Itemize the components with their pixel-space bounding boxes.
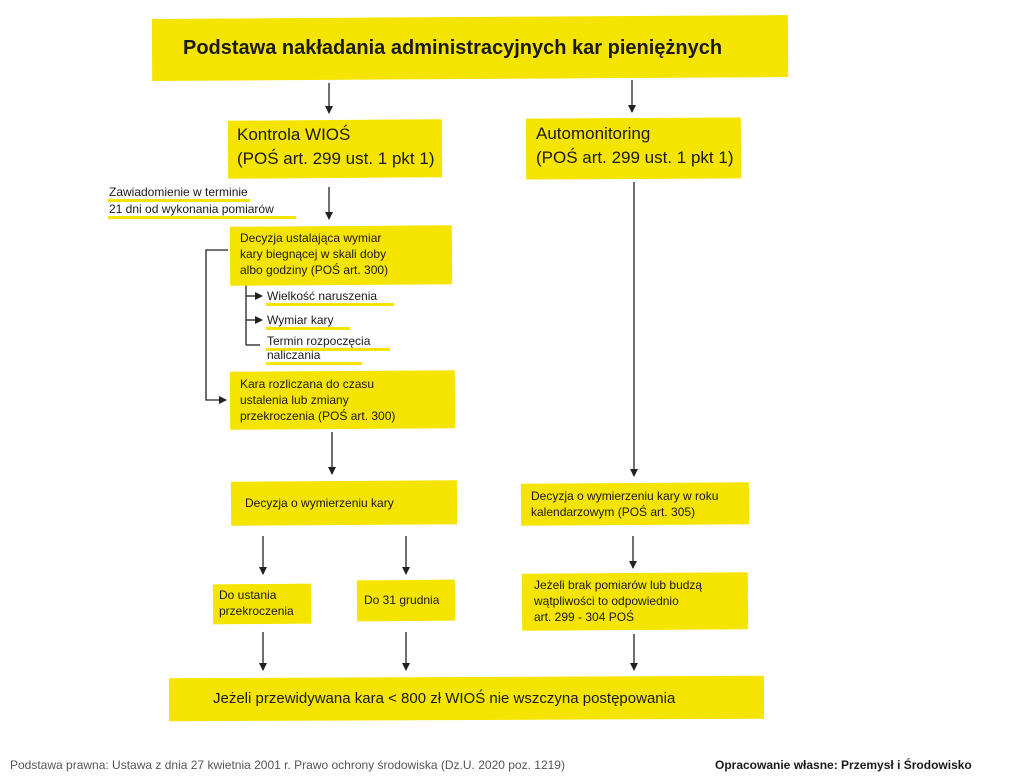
wios-control-ref: (POŚ art. 299 ust. 1 pkt 1): [237, 149, 435, 168]
calendar-decision-line-2: kalendarzowym (POŚ art. 305): [531, 505, 696, 519]
notice-highlight-1: [108, 199, 250, 202]
penalty-calc-line-1: Kara rozliczana do czasu: [240, 377, 375, 391]
penalty-decision-line-2: kary biegnącej w skali doby: [240, 247, 387, 261]
missing-measurements-line-3: art. 299 - 304 POŚ: [534, 610, 635, 624]
penalty-decision-line-1: Decyzja ustalająca wymiar: [240, 231, 382, 245]
item-penalty-amount: Wymiar kary: [267, 313, 334, 327]
notice-line-2: 21 dni od wykonania pomiarów: [109, 202, 274, 216]
footer-legal-basis: Podstawa prawna: Ustawa z dnia 27 kwietn…: [10, 758, 565, 772]
wios-control-title: Kontrola WIOŚ: [237, 125, 351, 144]
item-highlight-4: [266, 362, 362, 365]
missing-measurements-line-1: Jeżeli brak pomiarów lub budzą: [534, 578, 703, 592]
item-start-term: Termin rozpoczęcia: [267, 334, 371, 348]
penalty-calc-line-2: ustalenia lub zmiany: [240, 393, 349, 407]
automonitoring-ref: (POŚ art. 299 ust. 1 pkt 1): [536, 148, 734, 167]
notice-line-1: Zawiadomienie w terminie: [109, 185, 248, 199]
bracket-decision-to-calc: [205, 249, 228, 404]
item-start-term-cont: naliczania: [267, 348, 321, 362]
item-violation-size: Wielkość naruszenia: [267, 289, 378, 303]
penalty-calc-line-3: przekroczenia (POŚ art. 300): [240, 409, 396, 423]
penalty-decision-line-3: albo godziny (POŚ art. 300): [240, 263, 389, 277]
until-exceedance-line-2: przekroczenia: [219, 604, 294, 618]
missing-measurements-line-2: wątpliwości to odpowiednio: [534, 594, 679, 608]
until-exceedance-line-1: Do ustania: [219, 588, 277, 602]
footer-credit: Opracowanie własne: Przemysł i Środowisk…: [715, 758, 972, 772]
item-highlight-3: [266, 348, 390, 351]
threshold-text: Jeżeli przewidywana kara < 800 zł WIOŚ n…: [213, 690, 676, 707]
automonitoring-title: Automonitoring: [536, 124, 651, 143]
calendar-decision-line-1: Decyzja o wymierzeniu kary w roku: [531, 489, 719, 503]
dec31-text: Do 31 grudnia: [364, 593, 440, 607]
item-highlight-2: [266, 327, 350, 330]
page-title: Podstawa nakładania administracyjnych ka…: [183, 37, 723, 59]
item-highlight-1: [266, 303, 394, 306]
final-decision-text: Decyzja o wymierzeniu kary: [245, 496, 394, 510]
notice-highlight-2: [108, 216, 296, 219]
